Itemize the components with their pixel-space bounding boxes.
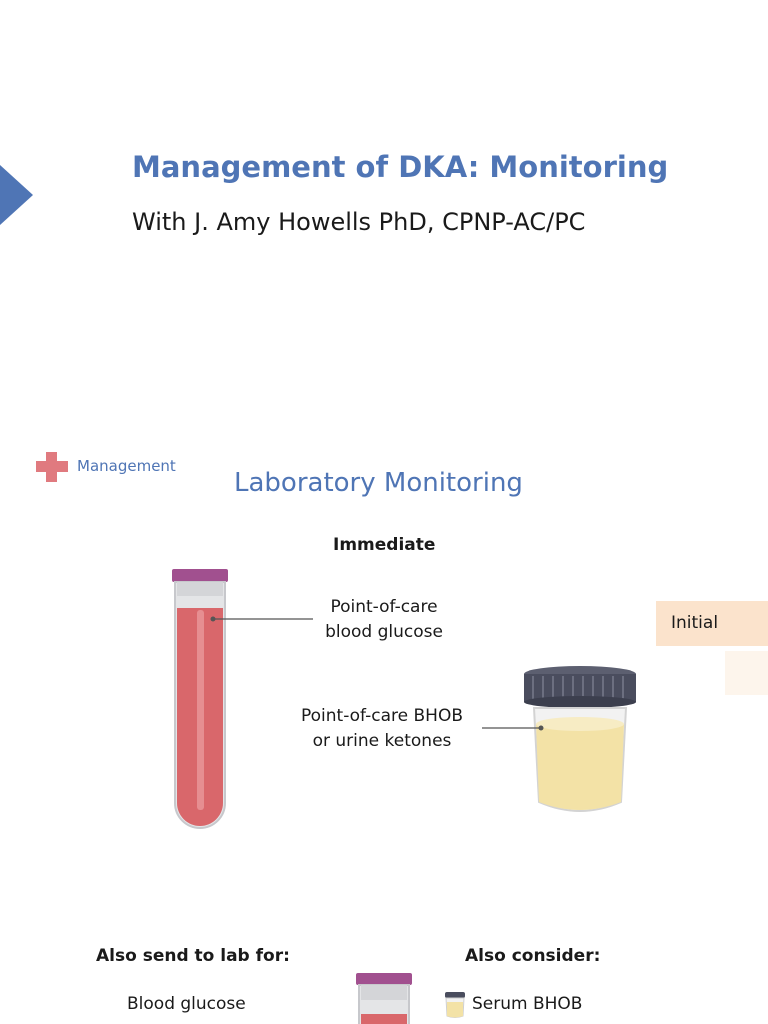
specimen-cup-icon bbox=[524, 666, 636, 812]
send-to-lab-heading: Also send to lab for: bbox=[96, 946, 290, 966]
tab-initial[interactable]: Initial bbox=[656, 601, 768, 646]
callout-bhob-line1: Point-of-care BHOB bbox=[301, 706, 463, 726]
also-consider-heading: Also consider: bbox=[465, 946, 601, 966]
blood-tube-icon bbox=[356, 973, 412, 1024]
page-subtitle: With J. Amy Howells PhD, CPNP-AC/PC bbox=[132, 208, 586, 236]
section-label: Management bbox=[77, 457, 176, 475]
callout-glucose-line1: Point-of-care bbox=[330, 597, 438, 617]
immediate-heading: Immediate bbox=[333, 535, 436, 555]
list-item-blood-glucose: Blood glucose bbox=[127, 994, 246, 1014]
callout-poc-glucose: Point-of-care blood glucose bbox=[300, 595, 468, 645]
list-item-serum-bhob: Serum BHOB bbox=[472, 994, 583, 1014]
specimen-cup-icon bbox=[445, 992, 465, 1018]
callout-poc-bhob: Point-of-care BHOB or urine ketones bbox=[280, 704, 484, 754]
blood-tube-icon bbox=[172, 569, 228, 829]
page-title: Management of DKA: Monitoring bbox=[132, 150, 669, 184]
medical-cross-icon bbox=[36, 452, 68, 482]
callout-bhob-line2: or urine ketones bbox=[312, 731, 452, 751]
play-arrow-icon[interactable] bbox=[0, 165, 34, 225]
initial-panel bbox=[725, 651, 768, 695]
callout-glucose-line2: blood glucose bbox=[325, 622, 443, 642]
slide-heading: Laboratory Monitoring bbox=[234, 468, 523, 498]
